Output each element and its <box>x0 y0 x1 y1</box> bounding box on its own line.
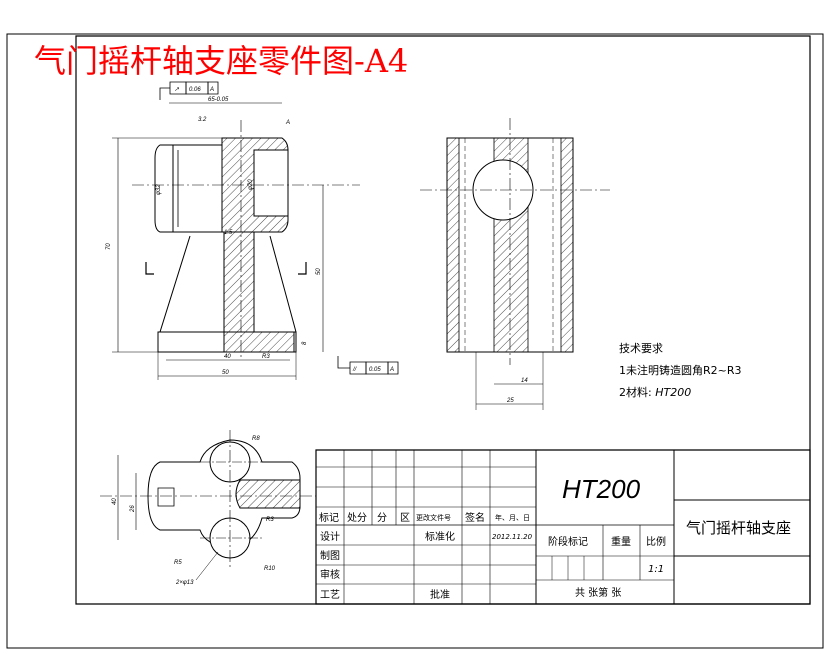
dim-base-width: 40 <box>224 354 231 360</box>
dim-d26: 26 <box>130 505 136 513</box>
title-part-name: 气门摇杆轴支座 <box>686 519 791 537</box>
svg-text:0.05: 0.05 <box>369 367 381 373</box>
dim-height: 70 <box>106 243 112 250</box>
dim-R8: R8 <box>252 436 260 442</box>
svg-text:分: 分 <box>377 512 387 524</box>
dim-d25: 25 <box>506 398 514 404</box>
svg-text:1:1: 1:1 <box>648 564 664 575</box>
datum-label: A <box>285 120 290 126</box>
top-view: 40 26 R8 R3 R10 R5 2×φ13 <box>100 430 316 586</box>
front-boss <box>155 145 222 232</box>
front-view: 70 50 50 40 65-0.05 φ32 φ20 R3 8 ↗ 0.06 … <box>106 82 398 380</box>
svg-text:审核: 审核 <box>320 568 340 581</box>
svg-text:0.06: 0.06 <box>189 87 201 93</box>
svg-text:设计: 设计 <box>320 530 340 543</box>
front-taper-right <box>270 236 296 332</box>
dim-holes: 2×φ13 <box>175 580 194 586</box>
title-material: HT200 <box>562 474 641 504</box>
svg-text:A: A <box>389 367 394 373</box>
dim-R5: R5 <box>174 560 182 566</box>
front-taper-left <box>160 236 190 332</box>
svg-text:签名: 签名 <box>465 511 485 524</box>
dim-d40: 40 <box>112 498 118 505</box>
svg-text:区: 区 <box>400 512 410 524</box>
roughness-label: 3.2 <box>198 117 207 123</box>
dim-bore: φ20 <box>248 179 254 190</box>
svg-text:年、月、日: 年、月、日 <box>495 513 530 522</box>
svg-text:重量: 重量 <box>611 535 631 548</box>
dim-fillet: R3 <box>262 354 270 360</box>
svg-text:批准: 批准 <box>430 588 450 601</box>
dim-dia: φ32 <box>156 184 162 195</box>
svg-text://: // <box>352 367 358 373</box>
svg-text:处分: 处分 <box>347 512 367 524</box>
svg-text:标准化: 标准化 <box>425 530 455 543</box>
dim-bottom-width: 50 <box>222 370 229 376</box>
front-web <box>224 232 254 332</box>
dim-R10: R10 <box>264 566 276 572</box>
dim-inner-height: 50 <box>316 268 322 275</box>
small-dim: 1.5 <box>224 230 233 236</box>
side-view: 14 25 <box>420 118 610 410</box>
dim-d14: 14 <box>521 378 528 384</box>
svg-text:更改文件号: 更改文件号 <box>416 513 451 522</box>
svg-text:A: A <box>209 87 214 93</box>
drawing-title: 气门摇杆轴支座零件图-A4 <box>34 42 408 80</box>
svg-text:标记: 标记 <box>319 512 339 524</box>
dim-R3: R3 <box>266 517 274 523</box>
svg-text:共 张第 张: 共 张第 张 <box>575 586 621 599</box>
front-bore <box>254 150 288 216</box>
svg-text:↗: ↗ <box>174 87 180 93</box>
tolerance-frame-bottom: // 0.05 A <box>338 356 398 374</box>
tech-requirements: 技术要求 1未注明铸造圆角R2~R3 2材料: HT200 <box>619 342 742 399</box>
outer-border <box>7 34 823 648</box>
tech-heading: 技术要求 <box>619 342 663 355</box>
svg-text:阶段标记: 阶段标记 <box>548 535 588 548</box>
svg-text:比例: 比例 <box>646 535 666 548</box>
title-block: HT200 气门摇杆轴支座 标记 处分 分 区 更改文件号 签名 年、月、日 设… <box>316 450 810 604</box>
tech-item-2: 2材料: HT200 <box>619 385 691 399</box>
tolerance-frame-top: ↗ 0.06 A <box>160 82 218 100</box>
dim-top: 65-0.05 <box>208 97 229 103</box>
svg-text:工艺: 工艺 <box>320 589 340 601</box>
svg-text:2012.11.20: 2012.11.20 <box>492 533 533 541</box>
dim-d8: 8 <box>302 341 308 345</box>
tech-item-1: 1未注明铸造圆角R2~R3 <box>619 363 742 377</box>
svg-text:制图: 制图 <box>320 549 340 562</box>
